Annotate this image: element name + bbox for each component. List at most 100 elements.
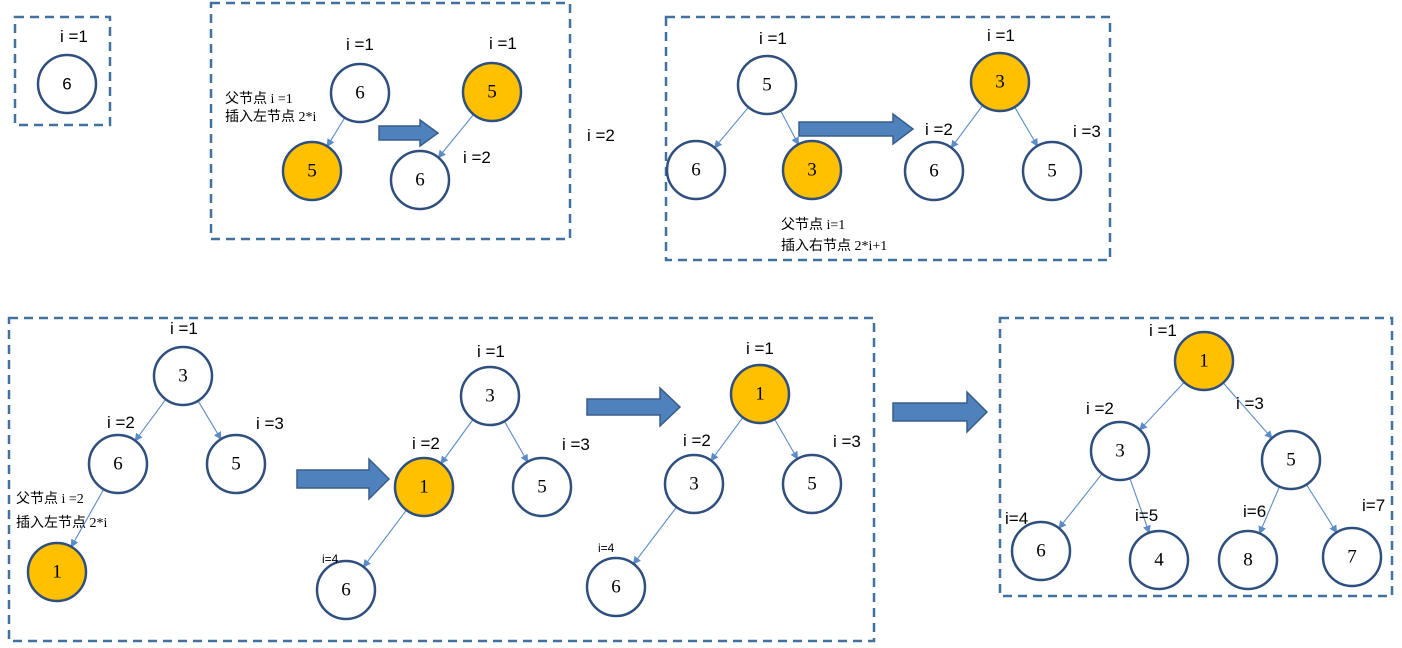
tree-edge xyxy=(1014,106,1038,147)
index-label: i =2 xyxy=(1086,399,1114,418)
svg-text:5: 5 xyxy=(762,75,772,96)
edges xyxy=(70,104,1338,568)
tree-edge xyxy=(362,509,407,568)
heap-node: 6 xyxy=(585,556,647,618)
svg-text:6: 6 xyxy=(1036,541,1046,562)
index-label: i =3 xyxy=(1073,122,1101,141)
heap-node: 7 xyxy=(1321,526,1383,588)
frames xyxy=(7,1,1394,643)
index-labels: i =1 i =1 i =1 i =2 i =2 i =1 i =1 i =2 … xyxy=(60,26,1385,566)
note-line: 父节点 i=1 xyxy=(781,217,845,233)
note-line: 插入右节点 2*i+1 xyxy=(781,238,887,254)
index-label: i =1 xyxy=(170,319,198,338)
nodes: 6 6 5 5 6 5 6 3 3 6 5 3 6 5 1 3 1 5 6 1 … xyxy=(26,51,1383,621)
arrow-right-icon xyxy=(892,390,989,434)
transition-arrows xyxy=(296,112,989,501)
index-label: i=7 xyxy=(1362,496,1385,515)
heap-node: 5 xyxy=(781,453,843,515)
index-label: i =2 xyxy=(587,126,615,145)
heap-node: 3 xyxy=(663,453,725,515)
svg-text:5: 5 xyxy=(1286,450,1296,471)
heap-node: 6 xyxy=(87,433,149,495)
heap-node: 1 xyxy=(26,541,88,603)
heap-node: 6 xyxy=(1010,520,1072,582)
svg-text:3: 3 xyxy=(178,366,188,387)
index-label: i =1 xyxy=(60,27,88,46)
index-label: i =3 xyxy=(833,432,861,451)
svg-text:5: 5 xyxy=(231,454,241,475)
svg-text:3: 3 xyxy=(995,72,1005,93)
heap-node: 5 xyxy=(511,456,573,518)
index-label: i =2 xyxy=(925,120,953,139)
svg-text:3: 3 xyxy=(807,160,817,181)
arrow-right-icon xyxy=(378,118,440,148)
tree-edge xyxy=(1305,484,1338,534)
index-label: i =3 xyxy=(562,435,590,454)
svg-text:6: 6 xyxy=(355,83,365,104)
svg-text:1: 1 xyxy=(1199,351,1209,372)
frame-step-3 xyxy=(664,15,1112,262)
svg-text:6: 6 xyxy=(929,161,939,182)
index-label: i =1 xyxy=(1149,321,1177,340)
heap-node: 6 xyxy=(329,62,391,124)
note-line: 父节点 i =2 xyxy=(16,491,84,507)
index-label: i =1 xyxy=(759,29,787,48)
arrow-right-icon xyxy=(586,386,682,428)
heap-node: 6 xyxy=(903,140,965,202)
note-line: 插入左节点 2*i xyxy=(225,109,316,125)
tree-edge xyxy=(1139,381,1185,431)
svg-text:1: 1 xyxy=(419,477,429,498)
svg-text:1: 1 xyxy=(52,562,62,583)
heap-node: 5 xyxy=(281,140,343,202)
index-label: i =3 xyxy=(256,414,284,433)
index-label: i=4 xyxy=(322,552,339,566)
heap-node: 5 xyxy=(1260,429,1322,491)
heap-node: 6 xyxy=(315,559,377,621)
svg-text:6: 6 xyxy=(691,160,701,181)
svg-text:6: 6 xyxy=(415,170,425,191)
index-label: i =2 xyxy=(463,148,491,167)
heap-node: 1 xyxy=(1173,330,1235,392)
tree-edge xyxy=(950,104,984,149)
svg-text:3: 3 xyxy=(485,386,495,407)
heap-node: 1 xyxy=(393,456,455,518)
tree-edge xyxy=(780,110,799,146)
index-label: i =1 xyxy=(987,26,1015,45)
frame-step-2 xyxy=(209,1,572,241)
svg-text:5: 5 xyxy=(307,161,317,182)
svg-text:6: 6 xyxy=(62,75,71,94)
index-label: i =1 xyxy=(477,342,505,361)
heap-node: 3 xyxy=(969,51,1031,113)
heap-node: 5 xyxy=(1021,140,1083,202)
heap-node: 3 xyxy=(152,345,214,407)
tree-edge xyxy=(1058,473,1103,529)
heap-node: 5 xyxy=(461,61,523,123)
tree-edge xyxy=(713,106,749,149)
heap-node: 6 xyxy=(389,149,451,211)
tree-edge xyxy=(70,489,105,548)
note-line: 插入左节点 2*i xyxy=(16,515,107,531)
index-label: i =3 xyxy=(1236,394,1264,413)
index-label: i =1 xyxy=(746,339,774,358)
arrow-right-icon xyxy=(798,112,915,146)
index-label: i=4 xyxy=(1005,509,1028,528)
tree-edge xyxy=(774,418,799,460)
index-label: i =2 xyxy=(107,413,135,432)
tree-edge xyxy=(326,117,346,148)
frame-step-1 xyxy=(13,15,112,127)
svg-text:6: 6 xyxy=(113,454,123,475)
index-label: i=5 xyxy=(1135,506,1158,525)
note-line: 父节点 i =1 xyxy=(225,91,293,107)
index-label: i =1 xyxy=(489,34,517,53)
tree-edge xyxy=(710,417,744,462)
annotations: 父节点 i =1 插入左节点 2*i 父节点 i=1 插入右节点 2*i+1 父… xyxy=(16,91,887,531)
heap-node: 8 xyxy=(1217,529,1279,591)
tree-edge xyxy=(134,398,167,442)
arrow-right-icon xyxy=(296,457,391,501)
tree-edge xyxy=(197,400,222,441)
tree-edge xyxy=(1129,478,1151,534)
heap-node: 1 xyxy=(729,363,791,425)
svg-text:5: 5 xyxy=(537,477,547,498)
index-label: i =2 xyxy=(683,431,711,450)
